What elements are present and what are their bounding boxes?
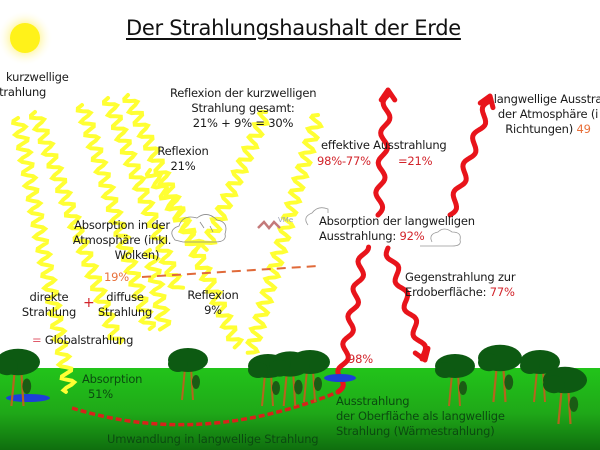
label-line: Absorption der langwelligen	[319, 214, 475, 228]
diffuse-radiation-label: diffuse Strahlung	[94, 290, 156, 320]
shortwave-radiation-waves	[10, 93, 325, 394]
back-radiation-arrow	[383, 245, 428, 362]
watermark-logo-icon	[257, 220, 281, 230]
equals-sign: =	[32, 333, 42, 347]
label-line: 9%	[204, 303, 222, 317]
label-line: diffuse	[106, 290, 144, 304]
arrow-head-icon	[477, 93, 496, 111]
label-line: der Oberfläche als langwellige	[336, 409, 505, 423]
shortwave-wave	[144, 168, 205, 255]
cloud-icon	[305, 207, 461, 247]
sun-icon	[0, 10, 53, 66]
atmosphere-absorption-value: 19%	[104, 270, 129, 284]
shortwave-wave	[142, 248, 172, 332]
shortwave-wave	[245, 113, 325, 355]
arrow-head-icon	[412, 345, 431, 363]
effective-emission-result: =21%	[398, 154, 433, 168]
atmosphere-emission-value: 49	[576, 122, 591, 136]
label-line: Erdoberfläche: 77%	[405, 285, 515, 300]
tree-icon	[478, 344, 522, 403]
surface-emission-label: Ausstrahlung der Oberfläche als langwell…	[336, 394, 505, 439]
global-radiation-text: Globalstrahlung	[44, 333, 134, 347]
atmosphere-emission-arrow	[447, 97, 494, 218]
longwave-absorption-value: 92%	[399, 229, 425, 243]
reflection-clouds-label: Reflexion 21%	[150, 144, 216, 174]
label-line: Atmosphäre (inkl.	[72, 233, 172, 247]
lake	[324, 374, 356, 382]
shortwave-wave	[101, 96, 186, 290]
shortwave-wave	[75, 103, 156, 331]
reflection-total-label: Reflexion der kurzwelligen Strahlung ges…	[170, 86, 316, 131]
plus-sign: +	[83, 295, 95, 311]
label-line: Strahlung	[0, 85, 47, 99]
tree-icon	[0, 348, 40, 407]
label-line: Wolken)	[114, 248, 160, 262]
reflection-ground-label: Reflexion 9%	[178, 288, 248, 318]
label-line: der Atmosphäre (i	[497, 107, 599, 121]
label-line: Absorption	[82, 372, 143, 386]
label-line: Reflexion	[157, 144, 209, 158]
incoming-shortwave-label: kurzwellige Strahlung	[0, 70, 69, 100]
back-radiation-label: Gegenstrahlung zur Erdoberfläche: 77%	[405, 270, 516, 300]
label-line: Absorption in der	[74, 218, 170, 232]
atmosphere-emission-label: langwellige Ausstra der Atmosphäre (i Ri…	[486, 92, 600, 137]
tree-icon	[435, 354, 475, 407]
longwave-absorption-label: Absorption der langwelligen Ausstrahlung…	[319, 214, 475, 244]
label-text: Richtungen)	[505, 122, 574, 136]
conversion-label: Umwandlung in langwellige Strahlung	[107, 432, 319, 446]
label-line: 21%	[170, 159, 196, 173]
surface-emission-arrow	[335, 244, 372, 395]
trees	[0, 344, 587, 425]
atmosphere-absorption-label: Absorption in der Atmosphäre (inkl. Wolk…	[60, 218, 184, 263]
label-line: Richtungen) 49	[486, 122, 600, 137]
shortwave-wave	[198, 109, 271, 252]
shortwave-wave	[10, 116, 78, 394]
surface-emission-value: 98%	[348, 352, 373, 366]
label-line: Reflexion	[187, 288, 239, 302]
label-text: Erdoberfläche:	[405, 285, 487, 299]
label-line: kurzwellige	[6, 70, 69, 84]
direct-radiation-label: direkte Strahlung	[18, 290, 80, 320]
label-line: Reflexion der kurzwelligen	[170, 86, 317, 100]
label-line: Ausstrahlung	[336, 394, 410, 408]
label-line: Strahlung (Wärmestrahlung)	[336, 424, 495, 438]
label-line: Strahlung	[21, 305, 77, 319]
conversion-arc	[71, 390, 339, 427]
label-line: 51%	[88, 387, 113, 401]
effective-emission-arrow	[373, 91, 393, 218]
label-line: Gegenstrahlung zur	[405, 270, 516, 284]
label-line: Strahlung gesamt:	[191, 101, 295, 115]
label-line: Ausstrahlung: 92%	[319, 229, 475, 244]
lake	[6, 394, 50, 402]
label-line: langwellige Ausstra	[493, 92, 600, 106]
label-line: Strahlung	[97, 305, 153, 319]
label-line: 21% + 9% = 30%	[192, 116, 294, 130]
back-radiation-value: 77%	[489, 285, 515, 299]
tree-icon	[520, 350, 560, 403]
longwave-radiation-arrows	[335, 87, 496, 395]
label-line: direkte	[29, 290, 69, 304]
label-text: Ausstrahlung:	[319, 229, 397, 243]
tree-icon	[168, 348, 208, 401]
watermark-text: VMe	[278, 216, 294, 224]
shortwave-wave	[28, 110, 126, 345]
tree-icon	[543, 366, 587, 425]
global-radiation-label: = Globalstrahlung	[32, 333, 133, 348]
page-title: Der Strahlungshaushalt der Erde	[126, 16, 461, 40]
tree-icon	[290, 350, 330, 403]
surface-absorption-label: Absorption 51%	[82, 372, 142, 402]
arrow-head-icon	[378, 87, 398, 103]
cloud-icon	[171, 214, 227, 243]
effective-emission-label: effektive Ausstrahlung	[321, 138, 447, 152]
effective-emission-calc: 98%-77%	[317, 154, 371, 168]
